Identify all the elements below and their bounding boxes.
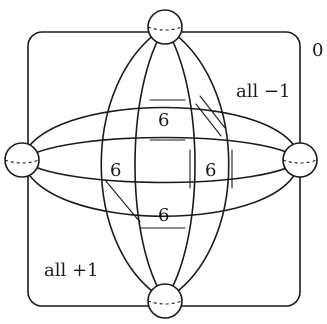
twist-label-top: 6: [158, 110, 169, 131]
twist-label-right: 6: [205, 160, 216, 181]
ball-top: [148, 10, 182, 44]
ball-right: [283, 143, 317, 177]
ball-left: [5, 143, 39, 177]
twist-label-left: 6: [110, 160, 121, 181]
label-all-minus-one: all −1: [236, 81, 291, 102]
twist-label-bottom: 6: [158, 205, 169, 226]
frame-label: 0: [312, 40, 323, 61]
ball-bottom: [148, 284, 182, 318]
label-all-plus-one: all +1: [44, 260, 99, 281]
